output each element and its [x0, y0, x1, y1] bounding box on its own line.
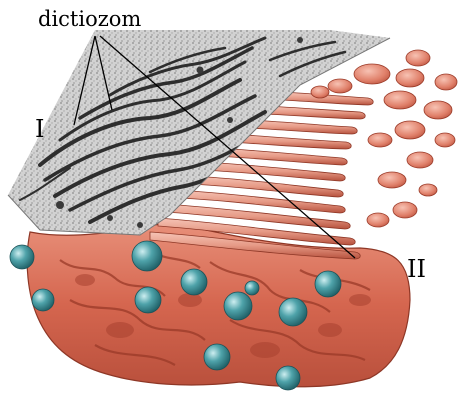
vesicle [135, 287, 161, 313]
part-two-label: II [407, 257, 426, 281]
bud-blob [424, 101, 452, 119]
micrograph-granule [137, 222, 143, 228]
budding-vesicles [311, 50, 457, 227]
bud-blob [435, 133, 455, 147]
vesicle [32, 289, 54, 311]
dictiozom-label: dictiozom [38, 9, 141, 30]
micrograph-granule [227, 117, 233, 123]
part-one-label: I [35, 117, 44, 141]
bud-blob [354, 64, 390, 84]
micrograph-granule [297, 37, 303, 43]
vesicle [132, 241, 162, 271]
vesicle [10, 245, 34, 269]
vesicle [204, 344, 230, 370]
micrograph-granule [197, 67, 204, 74]
bud-blob [395, 121, 425, 139]
bud-blob [406, 50, 430, 66]
vesicle [245, 281, 259, 295]
bud-blob [311, 86, 329, 98]
bud-blob [378, 172, 406, 188]
bud-blob [393, 202, 417, 218]
bud-blob [396, 69, 424, 87]
bud-blob [419, 184, 437, 196]
vesicle [224, 292, 252, 320]
vesicle [181, 269, 207, 295]
micrograph-granule [56, 201, 64, 209]
bud-blob [384, 91, 416, 109]
vesicle [276, 366, 300, 390]
bud-blob [367, 213, 389, 227]
bud-blob [435, 74, 457, 90]
vesicle [315, 271, 341, 297]
bud-blob [368, 133, 392, 147]
vesicle [279, 298, 307, 326]
bud-blob [407, 152, 433, 168]
micrograph-granule [107, 215, 113, 221]
bud-blob [328, 79, 352, 93]
